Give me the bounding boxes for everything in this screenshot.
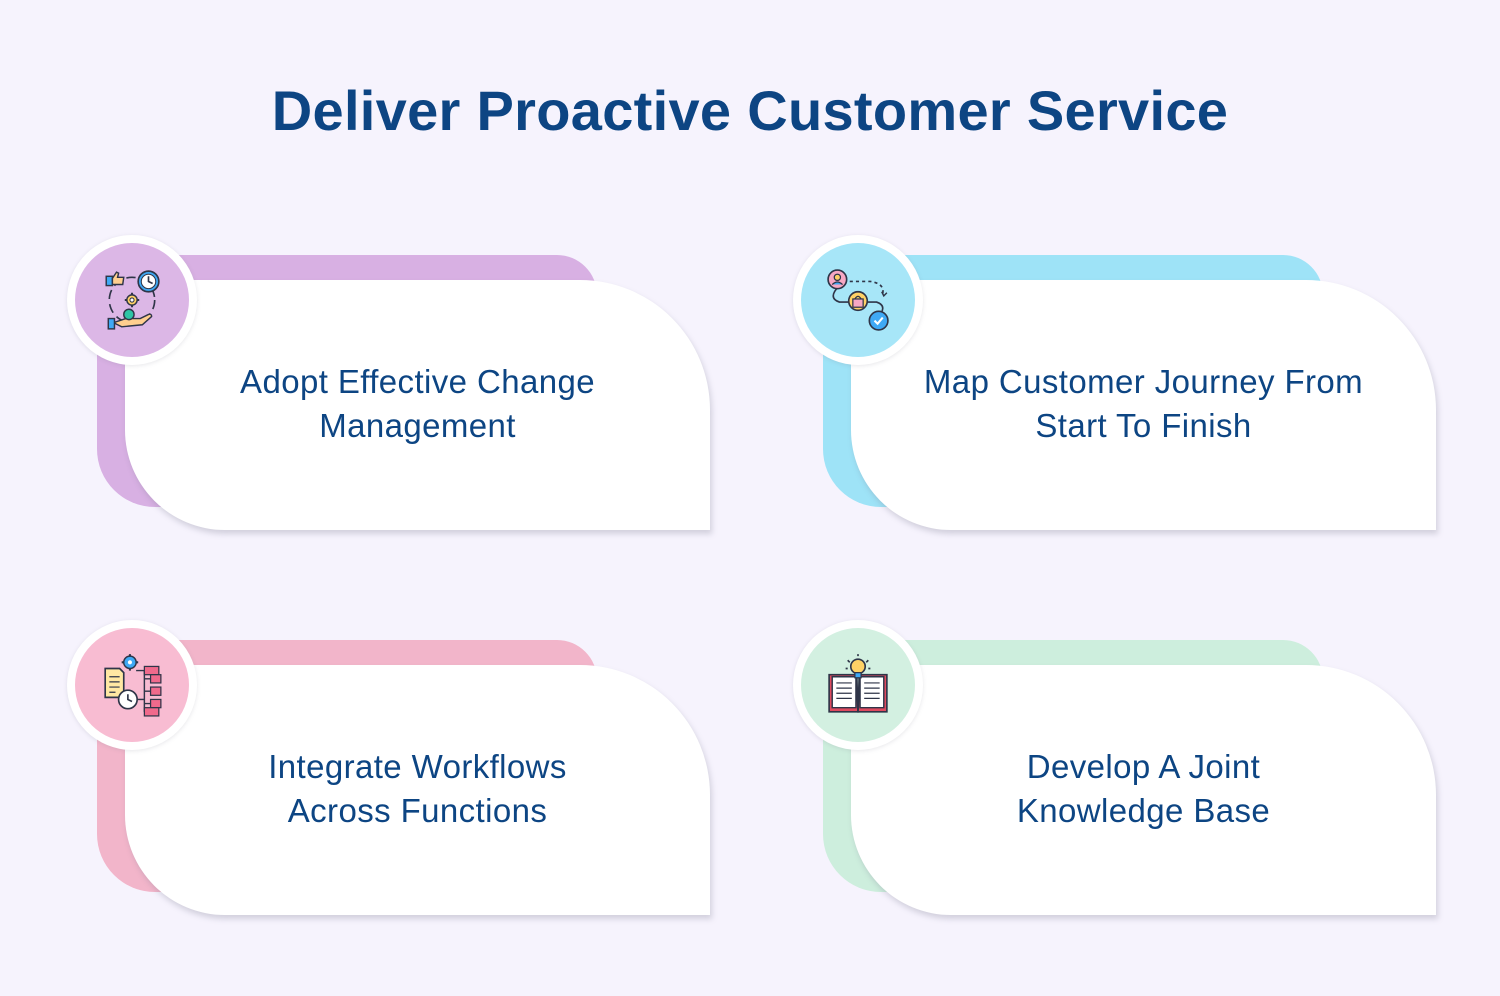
page-title: Deliver Proactive Customer Service bbox=[271, 79, 1229, 142]
card-text-line2: Across Functions bbox=[287, 792, 548, 829]
card-text-line1: Adopt Effective Change bbox=[240, 363, 595, 400]
card-text: Develop A Joint Knowledge Base bbox=[851, 745, 1436, 833]
customer-journey-icon bbox=[827, 269, 889, 331]
card-knowledge-base: Develop A Joint Knowledge Base bbox=[793, 620, 1443, 920]
card-front-shape bbox=[851, 665, 1436, 915]
icon-badge bbox=[67, 620, 197, 750]
card-front-shape bbox=[851, 280, 1436, 530]
icon-badge bbox=[793, 620, 923, 750]
card-text-line1: Integrate Workflows bbox=[268, 748, 567, 785]
card-integrate-workflows: Integrate Workflows Across Functions bbox=[67, 620, 717, 920]
card-text-line2: Knowledge Base bbox=[1016, 792, 1271, 829]
card-text-line2: Management bbox=[319, 407, 516, 444]
card-text-line1: Map Customer Journey From bbox=[923, 363, 1364, 400]
workflow-icon bbox=[104, 654, 162, 717]
card-front-shape bbox=[125, 280, 710, 530]
card-text-line2: Start To Finish bbox=[1035, 407, 1252, 444]
icon-badge bbox=[67, 235, 197, 365]
change-management-icon bbox=[105, 270, 160, 330]
card-change-management: Adopt Effective Change Management bbox=[67, 235, 717, 535]
card-text-line1: Develop A Joint bbox=[1026, 748, 1261, 785]
icon-badge bbox=[793, 235, 923, 365]
knowledge-base-icon bbox=[828, 654, 888, 713]
card-text: Adopt Effective Change Management bbox=[125, 360, 710, 448]
card-front-shape bbox=[125, 665, 710, 915]
card-customer-journey: Map Customer Journey From Start To Finis… bbox=[793, 235, 1443, 535]
card-text: Integrate Workflows Across Functions bbox=[125, 745, 710, 833]
card-text: Map Customer Journey From Start To Finis… bbox=[851, 360, 1436, 448]
